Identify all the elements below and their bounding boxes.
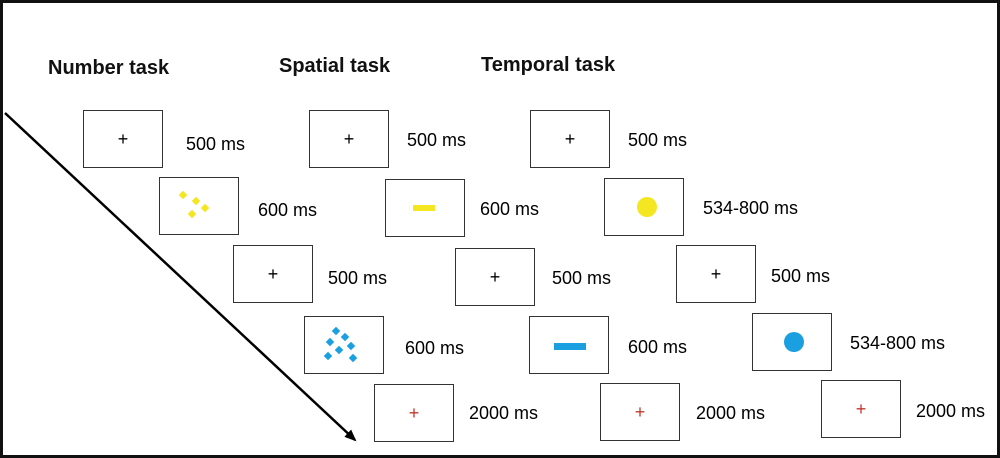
spatial-task-duration-4: 600 ms	[628, 337, 688, 357]
spatial-task-frame-1: +	[309, 110, 389, 168]
spatial-task-frame-3: +	[455, 248, 535, 306]
fixation-cross: +	[117, 129, 129, 149]
temporal-task-duration-4: 534-800 ms	[850, 333, 946, 353]
spatial-task-duration-3: 500 ms	[552, 268, 612, 288]
number-task-frame-1: +	[83, 110, 163, 168]
blue-dot-array	[323, 326, 358, 363]
red-fixation-cross: +	[408, 403, 420, 423]
yellow-circle	[637, 197, 657, 217]
number-task-frame-3: +	[233, 245, 313, 303]
number-task-duration-3: 500 ms	[328, 268, 388, 288]
yellow-dot-array	[178, 190, 210, 219]
temporal-task-duration-3: 500 ms	[771, 266, 831, 286]
temporal-task-frame-3: +	[676, 245, 756, 303]
number-task-duration-2: 600 ms	[258, 200, 318, 220]
number-task-frame-5: +	[374, 384, 454, 442]
number-task-frame-2	[159, 177, 239, 235]
fixation-cross: +	[343, 129, 355, 149]
fixation-cross: +	[710, 264, 722, 284]
temporal-task-duration-1: 500 ms	[628, 130, 688, 150]
spatial-task-title: Spatial task	[279, 55, 391, 77]
temporal-task-frame-5: +	[821, 380, 901, 438]
red-fixation-cross: +	[634, 402, 646, 422]
blue-circle	[784, 332, 804, 352]
fixation-cross: +	[267, 264, 279, 284]
number-task-title: Number task	[48, 57, 170, 79]
temporal-task-frame-4	[752, 313, 832, 371]
spatial-task-frame-2	[385, 179, 465, 237]
long-blue-bar	[554, 343, 586, 350]
short-yellow-bar	[413, 205, 435, 211]
temporal-task-frame-2	[604, 178, 684, 236]
number-task-duration-1: 500 ms	[186, 134, 246, 154]
spatial-task-frame-5: +	[600, 383, 680, 441]
fixation-cross: +	[489, 267, 501, 287]
spatial-task-duration-1: 500 ms	[407, 130, 467, 150]
number-task-duration-5: 2000 ms	[469, 403, 539, 423]
number-task-frame-4	[304, 316, 384, 374]
temporal-task-duration-5: 2000 ms	[916, 401, 986, 421]
time-arrow	[4, 112, 357, 442]
number-task-duration-4: 600 ms	[405, 338, 465, 358]
spatial-task-duration-2: 600 ms	[480, 199, 540, 219]
spatial-task-duration-5: 2000 ms	[696, 403, 766, 423]
temporal-task-duration-2: 534-800 ms	[703, 198, 799, 218]
temporal-task-title: Temporal task	[481, 54, 616, 76]
fixation-cross: +	[564, 129, 576, 149]
temporal-task-frame-1: +	[530, 110, 610, 168]
red-fixation-cross: +	[855, 399, 867, 419]
spatial-task-frame-4	[529, 316, 609, 374]
